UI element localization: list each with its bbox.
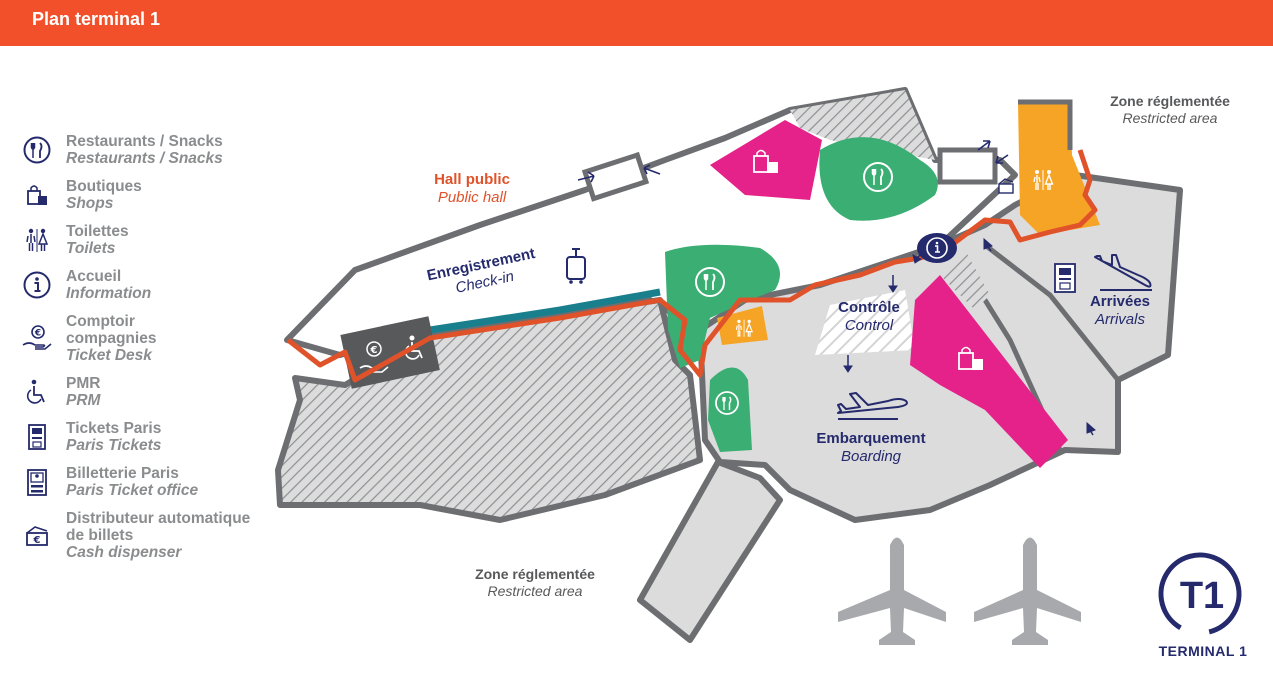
label-en: Public hall (437, 189, 507, 206)
terminal-map: € (275, 87, 1242, 645)
toilet-block-outline (1018, 99, 1073, 150)
security-control-zone (815, 290, 915, 355)
fork-knife-icon (695, 267, 725, 297)
legend-label-fr: Billetterie Paris (66, 465, 179, 482)
toilets-icon (20, 223, 54, 257)
legend-label-en: Information (66, 285, 152, 302)
arrivals-label: Arrivées Arrivals (1075, 293, 1165, 329)
legend-item-prm: PMR PRM (20, 375, 290, 409)
legend-label-en: Paris Tickets (66, 437, 162, 454)
ticket-desk-icon: € (20, 322, 54, 356)
shopping-bag-icon (958, 346, 983, 370)
legend-label-en: Paris Ticket office (66, 482, 199, 499)
toilet-zone-top (1018, 102, 1100, 235)
fork-knife-icon (715, 391, 739, 415)
entrance-box (581, 151, 650, 202)
restaurant-zone-top (819, 137, 938, 221)
legend-label-fr: Boutiques (66, 178, 142, 195)
svg-text:€: € (370, 345, 378, 356)
restricted-area-label-bottom: Zone réglementée Restricted area (460, 566, 610, 600)
shopping-bag-icon (20, 178, 54, 212)
public-zone-boundary (286, 149, 1098, 383)
label-fr: Embarquement (816, 430, 926, 447)
legend-item-shops: Boutiques Shops (20, 178, 290, 212)
legend-item-toilets: Toilettes Toilets (20, 223, 290, 257)
hatched-zone-right (940, 250, 990, 310)
info-icon (926, 237, 948, 259)
ticket-office-icon (20, 465, 54, 499)
legend: Restaurants / Snacks Restaurants / Snack… (20, 133, 290, 572)
legend-item-ticket-desk: € Comptoir compagnies Ticket Desk (20, 313, 290, 364)
direction-arrow-icon (577, 140, 1096, 436)
connector-box (937, 147, 998, 185)
ticket-machine-icon (1054, 263, 1076, 293)
legend-item-paris-tickets: Tickets Paris Paris Tickets (20, 420, 290, 454)
legend-label-en: PRM (66, 392, 101, 409)
boarding-plane-icon (837, 392, 908, 420)
legend-label-fr: PMR (66, 375, 101, 392)
checkin-counter-band (429, 288, 661, 334)
legend-label-fr: Tickets Paris (66, 420, 162, 437)
label-en: Boarding (840, 448, 902, 465)
label-fr: Contrôle (838, 299, 900, 316)
legend-item-paris-ticket-office: Billetterie Paris Paris Ticket office (20, 465, 290, 499)
cash-dispenser-icon (998, 178, 1014, 194)
hall-public-label: Hall public Public hall (412, 171, 532, 207)
terminal-badge-text: T1 (1180, 575, 1224, 617)
shop-zone-top (710, 120, 822, 200)
arrivals-plane-icon (1094, 254, 1152, 291)
svg-text:€: € (33, 535, 41, 546)
header-bar: Plan terminal 1 (0, 0, 1273, 46)
legend-label-en: Restaurants / Snacks (66, 150, 223, 167)
page-title: Plan terminal 1 (32, 9, 161, 29)
legend-label-fr: Restaurants / Snacks (66, 133, 223, 150)
airplane-icon (838, 537, 946, 645)
label-fr: Hall public (434, 171, 510, 188)
info-icon (20, 268, 54, 302)
legend-item-information: Accueil Information (20, 268, 290, 302)
wheelchair-icon (20, 375, 54, 409)
control-label: Contrôle Control (809, 299, 929, 335)
legend-label-en: Ticket Desk (66, 347, 152, 364)
restaurant-zone-middle (665, 244, 780, 368)
label-fr: Arrivées (1089, 293, 1151, 310)
label-fr: Zone réglementée (475, 566, 595, 582)
fork-knife-icon (863, 162, 893, 192)
fork-knife-icon (20, 133, 54, 167)
legend-label-en: Shops (66, 195, 114, 212)
legend-item-restaurants: Restaurants / Snacks Restaurants / Snack… (20, 133, 290, 167)
terminal-label: TERMINAL 1 (1158, 643, 1248, 659)
toilets-icon (735, 319, 753, 337)
ticket-machine-icon (20, 420, 54, 454)
checkin-hatched-area (275, 297, 703, 523)
legend-label-en: Toilets (66, 240, 116, 257)
label-fr: Zone réglementée (1110, 93, 1230, 109)
legend-item-cash-dispenser: € Distributeur automatique de billets Ca… (20, 510, 290, 561)
arrivals-wall (983, 243, 1120, 382)
label-en: Control (844, 317, 894, 334)
shop-zone-boarding (910, 275, 1068, 468)
legend-label-fr: Accueil (66, 268, 122, 285)
label-en: Arrivals (1094, 311, 1145, 328)
pier-corridor (637, 459, 783, 643)
shopping-bag-icon (753, 149, 778, 173)
svg-text:€: € (34, 328, 41, 338)
ticket-desk-box (340, 316, 440, 389)
label-en: Restricted area (1122, 110, 1218, 126)
legend-label-fr: Distributeur automatique de billets (66, 510, 251, 544)
airplane-icon (974, 537, 1081, 645)
legend-label-fr: Comptoir compagnies (66, 313, 157, 347)
restricted-area-label-top: Zone réglementée Restricted area (1095, 93, 1245, 127)
luggage-icon (566, 248, 586, 284)
legend-label-en: Cash dispenser (66, 544, 182, 561)
terminal-badge: T1 (1158, 552, 1242, 636)
legend-label-fr: Toilettes (66, 223, 129, 240)
toilets-icon (1033, 170, 1054, 190)
label-en: Restricted area (487, 583, 583, 599)
boarding-label: Embarquement Boarding (796, 430, 946, 466)
hatched-zone-top (790, 90, 935, 160)
cash-dispenser-icon: € (20, 519, 54, 553)
